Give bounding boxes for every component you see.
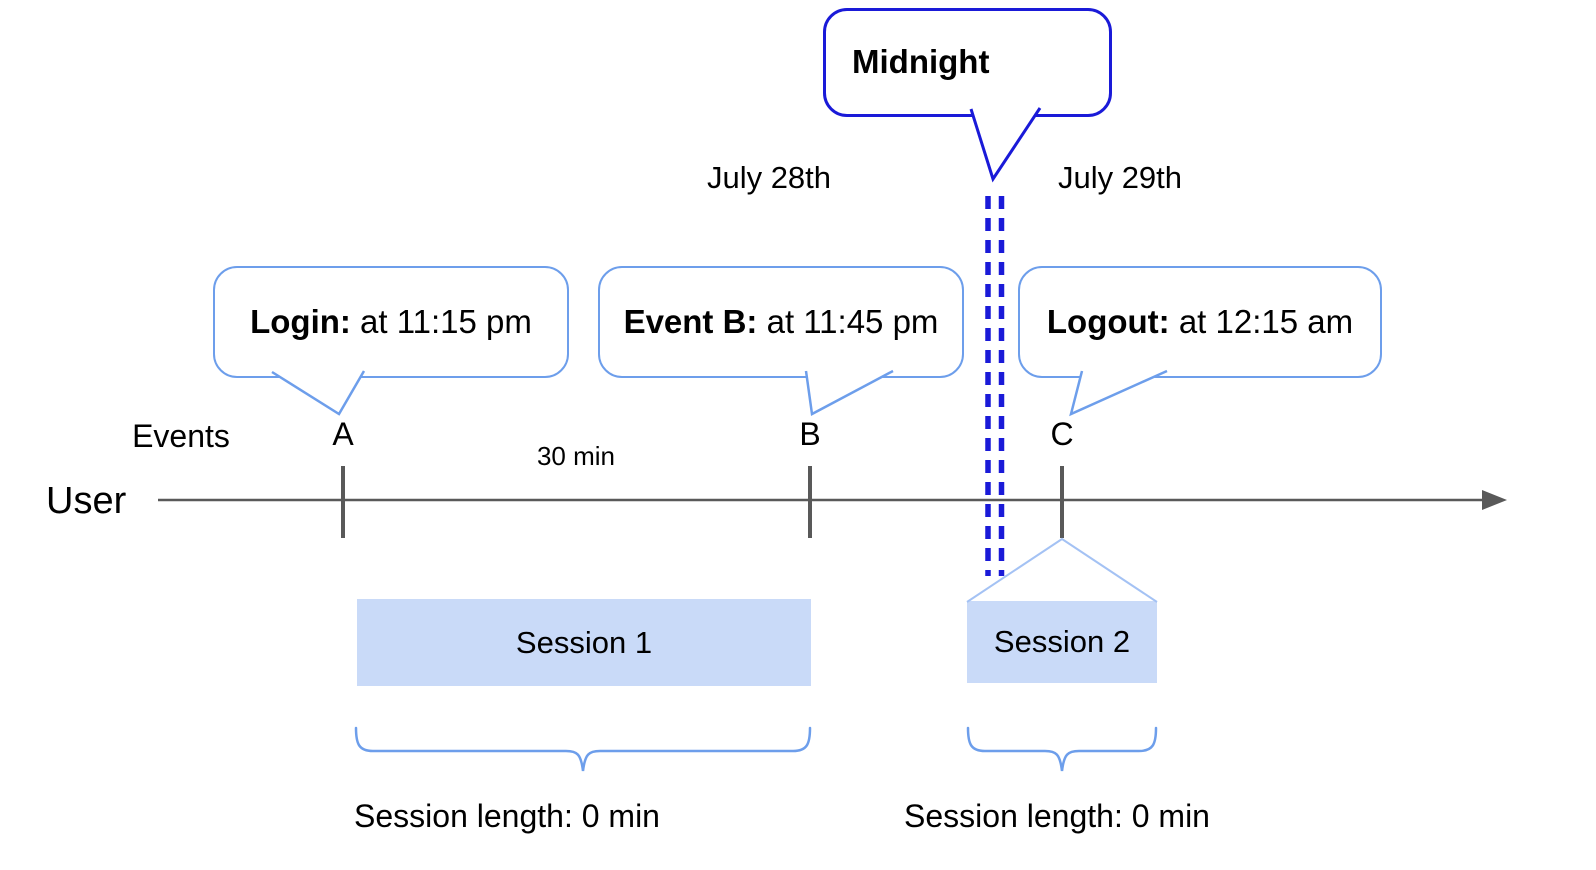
login-callout-label: Login: (250, 302, 351, 340)
event-b-callout-bubble: Event B: at 11:45 pm (598, 266, 964, 378)
session-2-length-label: Session length: 0 min (904, 798, 1210, 834)
event-b-callout-label: Event B: (623, 302, 758, 340)
event-marker-c: C (1050, 416, 1074, 452)
midnight-callout-bubble: Midnight (823, 8, 1112, 117)
gap-duration-label: 30 min (536, 441, 616, 471)
date-july-28-label: July 28th (706, 160, 832, 195)
session-1-box: Session 1 (357, 599, 811, 686)
timeline-arrowhead (1482, 490, 1507, 510)
midnight-callout-label: Midnight (852, 43, 990, 81)
event-marker-a: A (332, 416, 354, 452)
login-callout-time: at 11:15 pm (350, 302, 532, 340)
date-july-29-label: July 29th (1057, 160, 1183, 195)
session-2-box: Session 2 (967, 601, 1157, 683)
session-1-length-label: Session length: 0 min (354, 798, 660, 834)
user-row-label: User (46, 480, 127, 522)
session-2-peak-connector (966, 537, 1158, 603)
logout-callout-label: Logout: (1046, 302, 1170, 340)
event-b-callout-time: at 11:45 pm (757, 302, 939, 340)
session-2-brace (966, 726, 1158, 772)
session-1-brace (354, 726, 812, 772)
logout-callout-time: at 12:15 am (1169, 302, 1354, 340)
session-2-label: Session 2 (993, 624, 1131, 659)
login-callout-bubble: Login: at 11:15 pm (213, 266, 569, 378)
logout-callout-bubble: Logout: at 12:15 am (1018, 266, 1382, 378)
session-1-label: Session 1 (515, 624, 653, 660)
events-row-label: Events (132, 418, 230, 454)
event-marker-b: B (799, 416, 821, 452)
